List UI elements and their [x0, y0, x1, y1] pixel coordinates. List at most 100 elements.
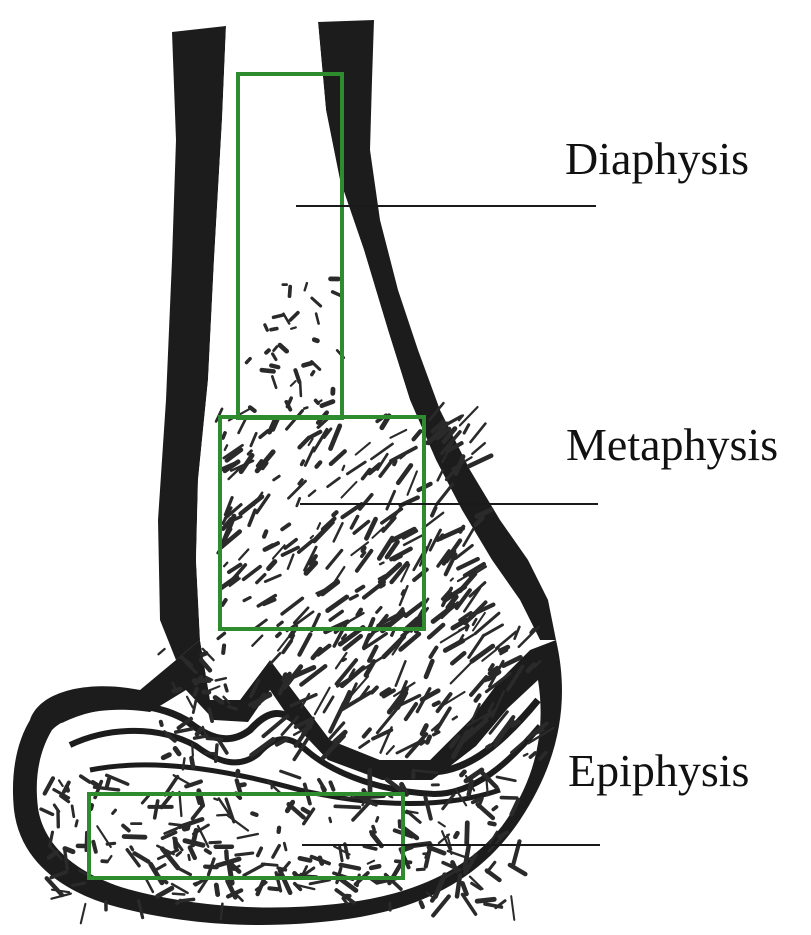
trabecula-mark: [205, 867, 217, 868]
trabecula-mark: [472, 443, 485, 454]
trabecula-mark: [309, 723, 311, 728]
trabecula-mark: [217, 815, 227, 816]
trabecula-mark: [461, 772, 464, 775]
trabecula-mark: [195, 689, 197, 695]
trabecula-mark: [195, 736, 207, 738]
trabecula-mark: [223, 646, 224, 653]
trabecula-mark: [426, 599, 428, 602]
trabecula-mark: [107, 779, 109, 786]
trabecula-mark: [335, 806, 359, 807]
epiphysis-label: Epiphysis: [568, 745, 749, 796]
trabecula-mark: [330, 818, 331, 822]
trabecula-mark: [72, 806, 74, 817]
trabecula-mark: [262, 370, 274, 371]
trabecula-mark: [463, 895, 476, 915]
trabecula-mark: [394, 461, 395, 464]
trabecula-mark: [493, 807, 496, 810]
trabecula-mark: [210, 842, 220, 843]
trabecula-mark: [163, 755, 169, 758]
trabecula-mark: [464, 425, 469, 433]
trabecula-mark: [314, 340, 317, 341]
trabecula-mark: [216, 885, 217, 895]
trabecula-mark: [161, 722, 162, 725]
trabecula-mark: [175, 749, 179, 754]
trabecula-mark: [363, 548, 365, 551]
region-labels: Diaphysis Metaphysis Epiphysis: [565, 133, 778, 796]
trabecula-mark: [495, 741, 498, 746]
trabecula-mark: [192, 743, 193, 756]
trabecula-mark: [229, 707, 237, 709]
trabecula-mark: [389, 796, 392, 797]
trabecula-mark: [434, 703, 439, 705]
trabecula-mark: [304, 363, 313, 365]
trabecula-mark: [473, 800, 479, 803]
trabecula-mark: [265, 325, 267, 330]
trabecula-mark: [362, 553, 365, 557]
trabecula-mark: [81, 904, 86, 923]
trabecula-mark: [371, 866, 379, 868]
trabecula-mark: [124, 837, 145, 838]
bone-outline: [13, 20, 562, 925]
trabecula-mark: [463, 883, 467, 894]
trabecula-mark: [343, 659, 346, 661]
trabecula-mark: [531, 630, 533, 633]
trabecula-mark: [226, 851, 227, 859]
trabecula-mark: [476, 696, 480, 701]
trabecula-mark: [76, 821, 77, 826]
trabecula-mark: [279, 828, 280, 832]
trabecula-mark: [93, 782, 98, 785]
trabecula-mark: [373, 827, 374, 830]
trabecula-mark: [300, 858, 310, 860]
trabecula-mark: [113, 810, 116, 813]
trabecula-mark: [175, 839, 176, 848]
trabecula-mark: [467, 823, 468, 843]
trabecula-mark: [65, 849, 73, 852]
trabecula-mark: [290, 287, 291, 297]
trabecula-mark: [173, 894, 184, 895]
trabecula-mark: [300, 383, 301, 396]
trabecula-mark: [237, 771, 238, 775]
trabecula-mark: [380, 563, 383, 565]
trabecula-mark: [421, 902, 423, 907]
trabecula-mark: [86, 833, 87, 851]
trabecula-mark: [487, 871, 500, 880]
trabecula-mark: [333, 512, 336, 515]
trabecula-mark: [91, 805, 92, 809]
trabecula-mark: [490, 823, 495, 824]
trabecula-mark: [236, 853, 253, 855]
trabecula-mark: [466, 625, 468, 628]
trabecula-mark: [266, 350, 269, 352]
trabecula-mark: [471, 424, 486, 443]
trabecula-mark: [159, 649, 165, 654]
trabecula-mark: [278, 868, 285, 870]
trabecula-mark: [269, 888, 277, 889]
trabecula-mark: [457, 875, 460, 896]
trabecula-mark: [477, 899, 494, 901]
trabecula-mark: [192, 758, 194, 767]
trabecula-mark: [455, 833, 457, 837]
trabecula-mark: [274, 315, 283, 317]
trabecula-mark: [252, 813, 256, 815]
trabecula-mark: [183, 758, 185, 769]
trabecula-mark: [202, 653, 206, 655]
trabecula-mark: [131, 847, 133, 850]
trabecula-mark: [189, 855, 190, 860]
trabecula-mark: [271, 366, 278, 368]
trabecula-mark: [417, 869, 424, 870]
trabecula-mark: [394, 556, 400, 559]
trabecula-mark: [262, 864, 277, 865]
metaphysis-label: Metaphysis: [566, 419, 778, 470]
trabecula-mark: [284, 843, 286, 850]
trabecula-mark: [312, 372, 314, 375]
trabecula-mark: [221, 904, 223, 919]
trabecula-mark: [264, 531, 266, 536]
trabecula-mark: [180, 899, 194, 901]
trabecula-mark: [223, 433, 225, 438]
trabecula-mark: [93, 842, 96, 852]
trabecula-mark: [193, 830, 196, 845]
trabecula-mark: [512, 722, 518, 725]
trabecula-mark: [302, 461, 304, 464]
trabecula-mark: [239, 785, 245, 786]
trabecula-mark: [291, 327, 296, 328]
